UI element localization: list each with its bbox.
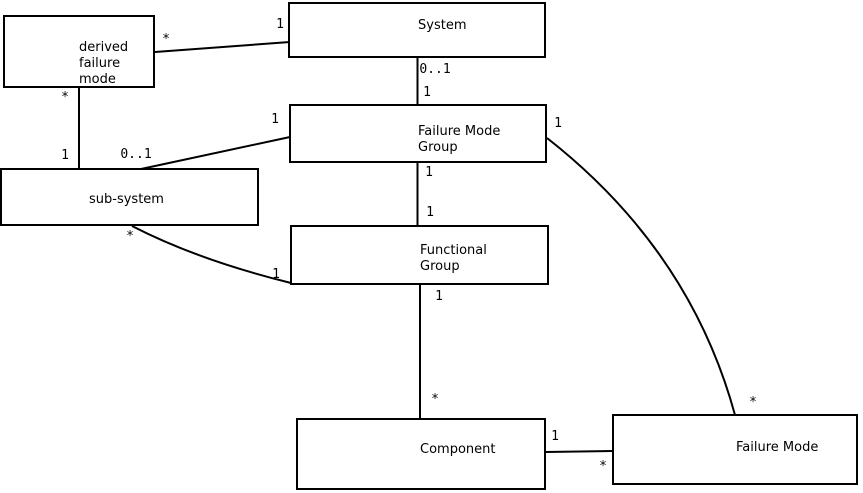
class-name-component: Component [420, 442, 496, 457]
class-name-derived-failure-mode: derived failure mode [79, 40, 129, 87]
multiplicity-subsystem-end-of-fg-assoc: * [126, 229, 134, 244]
class-name-failure-mode: Failure Mode [736, 440, 819, 455]
association-sub-system-functional-group-curve [131, 225, 292, 284]
class-box-component [296, 418, 546, 490]
association-failure-mode-group-failure-mode-curve [546, 137, 736, 416]
multiplicity-component-end-of-fg-assoc: * [431, 392, 439, 407]
multiplicity-subsystem-end-of-fmg-assoc: 0..1 [120, 147, 152, 162]
multiplicity-failuremode-end-of-fmg-assoc: * [749, 395, 757, 410]
association-derived-failure-mode-system-line [154, 41, 291, 53]
class-box-failure-mode [612, 414, 858, 485]
multiplicity-fmg-end-of-system-assoc: 1 [423, 85, 431, 100]
multiplicity-fg-end-of-component-assoc: 1 [435, 289, 443, 304]
class-box-system [288, 2, 546, 58]
multiplicity-fg-end-of-subsystem-assoc: 1 [272, 267, 280, 282]
class-name-functional-group: Functional Group [420, 243, 487, 274]
association-sub-system-failure-mode-group-line [140, 136, 291, 170]
multiplicity-derived-end-of-subsystem-assoc: * [61, 90, 69, 105]
multiplicity-subsystem-end-of-derived-assoc: 1 [61, 148, 69, 163]
multiplicity-fmg-end-of-subsystem-assoc: 1 [271, 112, 279, 127]
class-box-sub-system [0, 168, 259, 226]
class-name-failure-mode-group: Failure Mode Group [418, 124, 501, 155]
class-name-sub-system: sub-system [89, 192, 164, 207]
class-box-derived-failure-mode [3, 15, 155, 88]
multiplicity-system-end-of-derived-assoc: 1 [276, 17, 284, 32]
multiplicity-system-end-of-fmg-assoc: 0..1 [419, 62, 451, 77]
class-box-failure-mode-group [289, 104, 547, 163]
multiplicity-derived-end-of-system-assoc: * [162, 32, 170, 47]
multiplicity-fmg-end-of-fg-assoc: 1 [425, 165, 433, 180]
multiplicity-failuremode-end-of-component-assoc: * [599, 459, 607, 474]
class-box-functional-group [290, 225, 549, 285]
class-name-system: System [418, 18, 467, 33]
association-component-failure-mode-line [545, 450, 614, 453]
multiplicity-fg-end-of-fmg-assoc: 1 [426, 205, 434, 220]
multiplicity-fmg-end-of-failuremode-assoc: 1 [554, 116, 562, 131]
multiplicity-component-end-of-failuremode-assoc: 1 [551, 429, 559, 444]
